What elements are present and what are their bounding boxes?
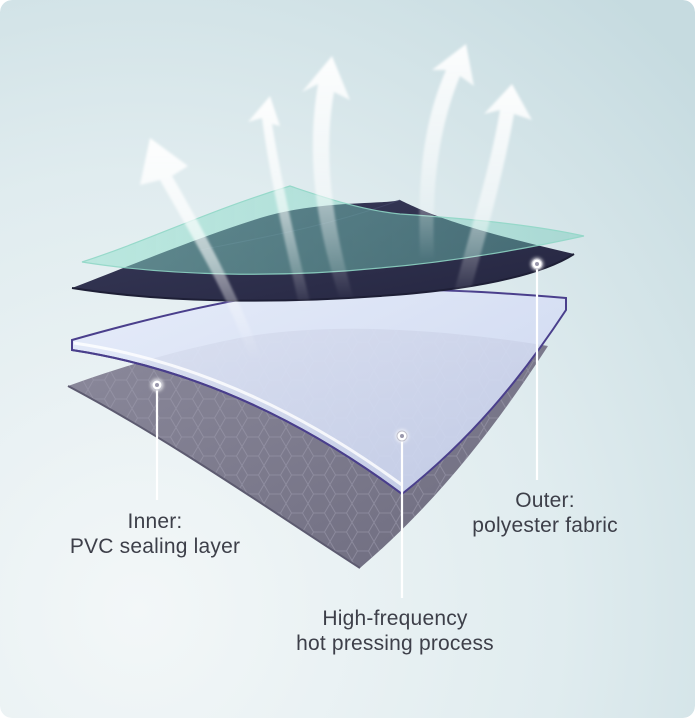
callout-inner — [150, 378, 164, 500]
label-process-desc: hot pressing process — [296, 632, 494, 655]
label-inner-layer: Inner: PVC sealing layer — [30, 509, 280, 559]
airflow-arrow-icon — [302, 56, 354, 300]
label-inner-title: Inner: — [127, 510, 183, 533]
callout-outer — [530, 257, 544, 480]
label-process: High-frequency hot pressing process — [230, 606, 560, 656]
label-outer-desc: polyester fabric — [472, 514, 618, 537]
airflow-arrow-icon — [419, 44, 474, 260]
airflow-arrow-icon — [452, 84, 532, 300]
airflow-arrow-icon — [140, 138, 262, 360]
label-outer-layer: Outer: polyester fabric — [430, 488, 660, 538]
callout-process — [395, 429, 409, 598]
label-inner-desc: PVC sealing layer — [69, 535, 241, 558]
label-outer-title: Outer: — [515, 489, 575, 512]
airflow-arrow-icon — [248, 96, 312, 310]
airflow-arrows — [140, 44, 532, 360]
label-process-title: High-frequency — [322, 607, 468, 630]
